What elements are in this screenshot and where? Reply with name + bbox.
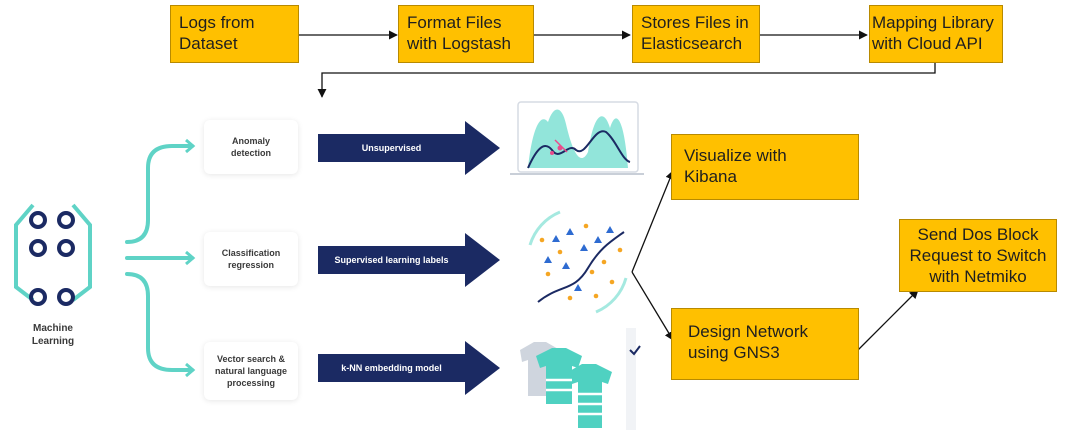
classification-scatter-icon xyxy=(526,210,630,314)
arrow-supervised xyxy=(318,233,500,287)
arrow-to-kibana xyxy=(631,170,675,273)
stores-files-elasticsearch-box: Stores Files in Elasticsearch xyxy=(632,5,760,63)
mapping-library-cloud-api-box: Mapping Library with Cloud API xyxy=(869,5,1003,63)
arrow-mapping-return xyxy=(317,62,936,98)
teal-chevron-bottom xyxy=(185,362,196,378)
clothing-vectors-icon xyxy=(520,328,641,430)
teal-branch-top xyxy=(125,144,194,244)
knn-embedding-model-label: k-NN embedding model xyxy=(341,363,442,373)
unsupervised-label: Unsupervised xyxy=(361,143,422,153)
design-network-gns3-box: Design Network using GNS3 xyxy=(671,308,859,380)
send-dos-block-netmiko-box: Send Dos Block Request to Switch with Ne… xyxy=(899,219,1057,292)
teal-chevron-top xyxy=(185,138,196,154)
arrow-to-gns3 xyxy=(631,271,674,341)
anomaly-detection-card: Anomaly detection xyxy=(204,120,298,174)
anomaly-chart-icon xyxy=(510,101,644,175)
machine-learning-label: Machine Learning xyxy=(31,323,75,347)
vector-search-nlp-card: Vector search & natural language process… xyxy=(204,342,298,400)
teal-branch-bottom xyxy=(125,272,194,372)
visualize-kibana-box: Visualize with Kibana xyxy=(671,134,859,200)
supervised-learning-labels-label: Supervised learning labels xyxy=(334,255,449,265)
logs-from-dataset-box: Logs from Dataset xyxy=(170,5,299,63)
machine-learning-icon xyxy=(14,203,92,306)
arrow-gns3-to-netmiko xyxy=(855,289,919,353)
format-files-logstash-box: Format Files with Logstash xyxy=(398,5,534,63)
classification-regression-card: Classification regression xyxy=(204,232,298,286)
arrow-knn xyxy=(318,341,500,395)
arrow-unsupervised xyxy=(318,121,500,175)
teal-chevron-mid xyxy=(185,250,196,266)
